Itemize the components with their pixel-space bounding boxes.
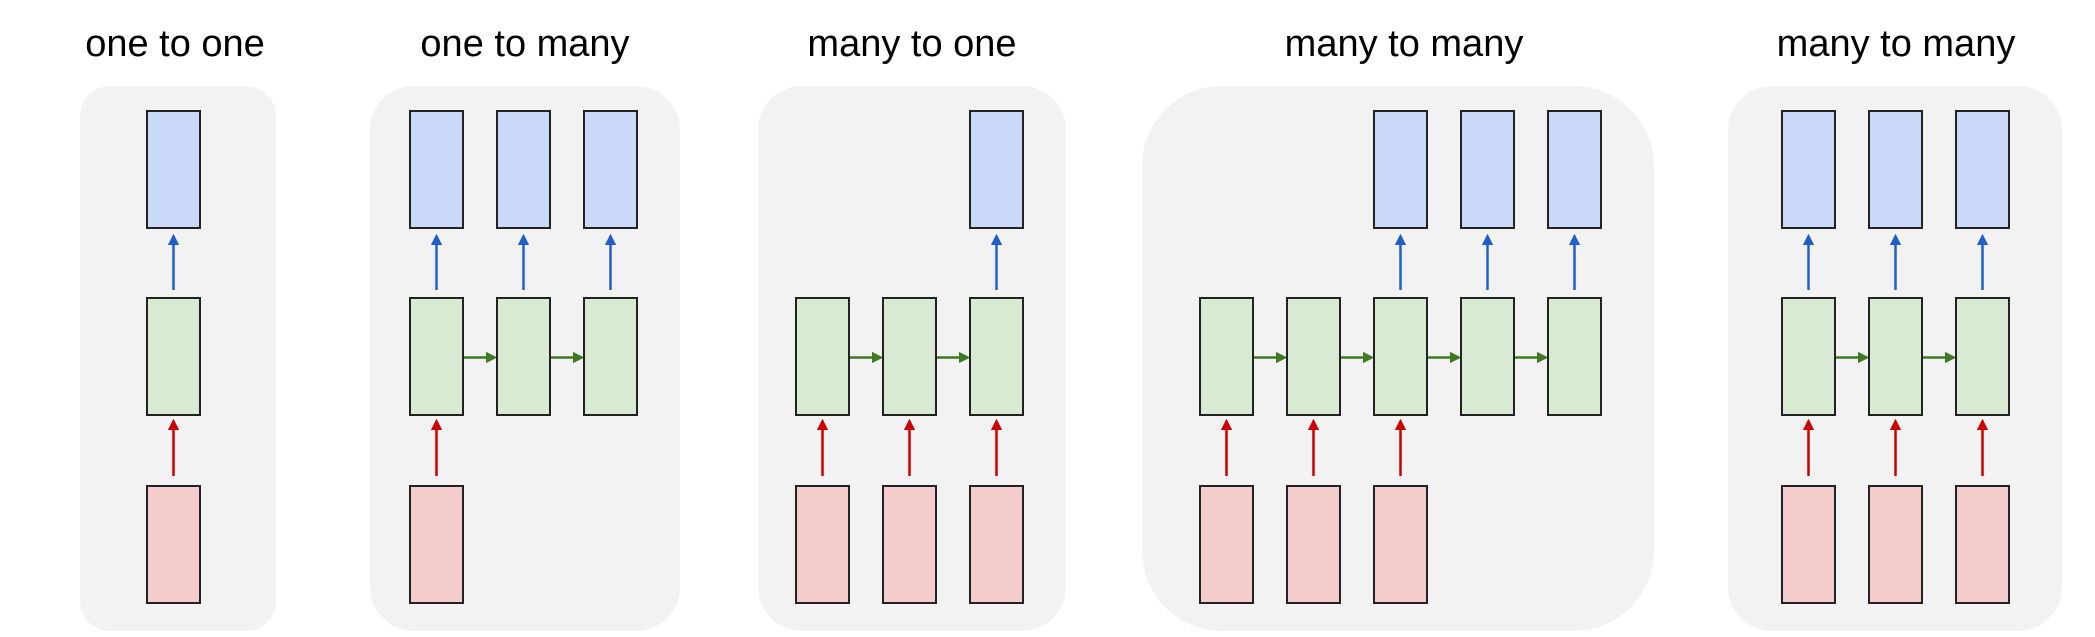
panel-many-to-many-delayed: many to many bbox=[1142, 23, 1654, 631]
input-box bbox=[795, 485, 850, 604]
input-box bbox=[146, 485, 201, 604]
input-box bbox=[1781, 485, 1836, 604]
output-box bbox=[1547, 110, 1602, 229]
panel-one-to-many: one to many bbox=[370, 23, 680, 631]
hidden-state-box bbox=[882, 297, 937, 416]
output-box bbox=[1955, 110, 2010, 229]
output-box bbox=[409, 110, 464, 229]
output-box bbox=[496, 110, 551, 229]
hidden-state-box bbox=[1547, 297, 1602, 416]
hidden-state-box bbox=[146, 297, 201, 416]
output-box bbox=[1460, 110, 1515, 229]
input-box bbox=[1286, 485, 1341, 604]
panel-title: many to many bbox=[1777, 23, 2016, 65]
hidden-state-box bbox=[795, 297, 850, 416]
hidden-state-box bbox=[1781, 297, 1836, 416]
input-box bbox=[969, 485, 1024, 604]
output-box bbox=[1781, 110, 1836, 229]
input-box bbox=[882, 485, 937, 604]
panel-title: many to one bbox=[807, 23, 1016, 65]
output-box bbox=[146, 110, 201, 229]
output-box bbox=[969, 110, 1024, 229]
hidden-state-box bbox=[409, 297, 464, 416]
input-box bbox=[1199, 485, 1254, 604]
panel-title: many to many bbox=[1285, 23, 1524, 65]
hidden-state-box bbox=[1286, 297, 1341, 416]
hidden-state-box bbox=[1373, 297, 1428, 416]
hidden-state-box bbox=[1199, 297, 1254, 416]
hidden-state-box bbox=[496, 297, 551, 416]
hidden-state-box bbox=[583, 297, 638, 416]
hidden-state-box bbox=[969, 297, 1024, 416]
panel-many-to-one: many to one bbox=[758, 23, 1066, 631]
input-box bbox=[1373, 485, 1428, 604]
hidden-state-box bbox=[1955, 297, 2010, 416]
hidden-state-box bbox=[1868, 297, 1923, 416]
input-box bbox=[1868, 485, 1923, 604]
panel-many-to-many-synced: many to many bbox=[1728, 23, 2062, 631]
input-box bbox=[409, 485, 464, 604]
panel-one-to-one: one to one bbox=[80, 23, 276, 631]
panel-title: one to one bbox=[85, 23, 265, 65]
output-box bbox=[583, 110, 638, 229]
panel-title: one to many bbox=[420, 23, 629, 65]
output-box bbox=[1373, 110, 1428, 229]
output-box bbox=[1868, 110, 1923, 229]
hidden-state-box bbox=[1460, 297, 1515, 416]
input-box bbox=[1955, 485, 2010, 604]
